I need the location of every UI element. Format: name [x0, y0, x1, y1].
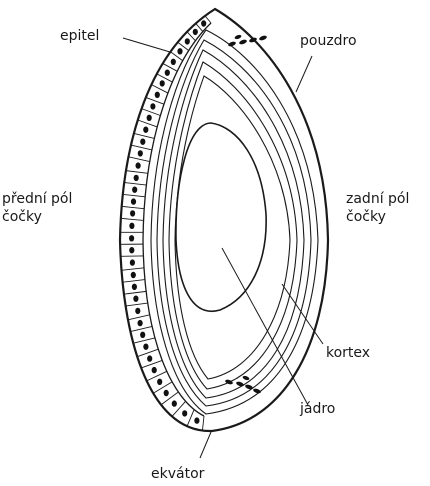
- epithelium-cell-nucleus: [152, 367, 157, 373]
- epithelium-cell-nucleus: [147, 355, 152, 361]
- epithelium-cell-nucleus: [155, 92, 160, 98]
- epithelium-cell-border: [141, 360, 162, 368]
- epithelium-cell-border: [202, 416, 204, 431]
- epithelium-cell-border: [151, 85, 168, 93]
- epithelium-cell-border: [131, 145, 152, 150]
- epithelium-cell-nucleus: [177, 48, 182, 54]
- epithelium-cell-nucleus: [193, 29, 198, 35]
- epithelium-cell-border: [157, 74, 173, 82]
- epithelium-cell-nucleus: [164, 390, 169, 396]
- epithelium-cell-border: [126, 303, 148, 306]
- epithelium-cell-border: [126, 171, 148, 174]
- epithelium-cell-nucleus: [130, 210, 135, 216]
- leader-line-pouzdro: [296, 56, 312, 92]
- epithelium-cell-nucleus: [150, 103, 155, 109]
- epithelium-cell-border: [128, 157, 149, 162]
- epithelium-cell-nucleus: [147, 115, 152, 121]
- epithelium-cell-nucleus: [185, 38, 190, 44]
- epithelium-cell-nucleus: [172, 400, 177, 406]
- epithelium-cell-nucleus: [134, 175, 139, 181]
- epithelium-cell-border: [137, 349, 158, 356]
- epithelium-cell-nucleus: [129, 235, 134, 241]
- epithelium-cell-nucleus: [140, 139, 145, 145]
- epithelium-cell-nucleus: [135, 308, 140, 314]
- leader-line-kortex: [282, 284, 323, 344]
- epithelium-cell-nucleus: [171, 59, 176, 65]
- epithelium-cell-border: [124, 291, 146, 294]
- epithelium-cell-border: [130, 326, 152, 331]
- lens-nucleus-outline: [176, 123, 266, 311]
- label-epitel: epitel: [60, 27, 99, 45]
- epithelium-cell-nucleus: [140, 332, 145, 338]
- label-predni-pol: přední pól čočky: [2, 190, 72, 226]
- label-zadni-pol: zadní pól čočky: [346, 190, 409, 226]
- epithelium-cell-border: [123, 194, 145, 196]
- epithelium-cell-border: [187, 410, 194, 427]
- epithelium-cell-nucleus: [138, 150, 143, 156]
- label-kortex: kortex: [326, 344, 370, 362]
- label-zadni-pol-line2: čočky: [346, 208, 409, 226]
- epithelium-cell-border: [134, 133, 155, 138]
- epithelium-cell-nucleus: [143, 344, 148, 350]
- leader-line-ekvator: [200, 432, 211, 458]
- epithelium-cell-nucleus: [129, 247, 134, 253]
- epithelium-cell-nucleus: [136, 162, 141, 168]
- epithelium-cell-nucleus: [129, 223, 134, 229]
- epithelium-cell-nucleus: [182, 410, 187, 416]
- leader-line-epitel: [123, 38, 170, 52]
- epithelium-cell-nucleus: [131, 198, 136, 204]
- epithelium-cell-border: [138, 120, 157, 127]
- epithelium-cell-border: [146, 97, 164, 104]
- epithelium-cell-border: [122, 268, 145, 270]
- epithelium-cell-nucleus: [132, 187, 137, 193]
- epithelium-cell-nucleus: [143, 127, 148, 133]
- epithelium-cell-border: [147, 371, 167, 381]
- label-predni-pol-line1: přední pól: [2, 190, 72, 208]
- label-ekvator: ekvátor: [151, 465, 204, 483]
- epithelium-cell-nucleus: [138, 320, 143, 326]
- epithelium-cell-border: [153, 382, 172, 393]
- epithelium-cell-border: [142, 109, 161, 116]
- leader-line-jadro: [222, 248, 308, 405]
- label-pouzdro: pouzdro: [300, 32, 357, 50]
- epithelium-cell-nucleus: [157, 379, 162, 385]
- epithelium-cell-border: [163, 63, 178, 71]
- epithelium-cell-border: [128, 315, 150, 320]
- epithelium-cell-border: [122, 206, 145, 208]
- epithelium-cell-border: [123, 280, 145, 283]
- label-predni-pol-line2: čočky: [2, 208, 72, 226]
- epithelium-cell-nucleus: [130, 259, 135, 265]
- label-zadni-pol-line1: zadní pól: [346, 190, 409, 208]
- epithelium-cell-nucleus: [194, 417, 199, 423]
- epithelium-cell-border: [124, 182, 146, 185]
- epithelium-cell-border: [121, 218, 144, 220]
- epithelium-cell-nucleus: [133, 296, 138, 302]
- epithelium-cell-border: [133, 338, 155, 343]
- epithelium-cell-nucleus: [131, 272, 136, 278]
- epithelium-cell-nucleus: [160, 80, 165, 86]
- epithelium-cell-nucleus: [201, 20, 206, 26]
- epithelium-cell-nucleus: [165, 70, 170, 76]
- label-jadro: jádro: [300, 400, 335, 418]
- epithelium-cell-nucleus: [132, 284, 137, 290]
